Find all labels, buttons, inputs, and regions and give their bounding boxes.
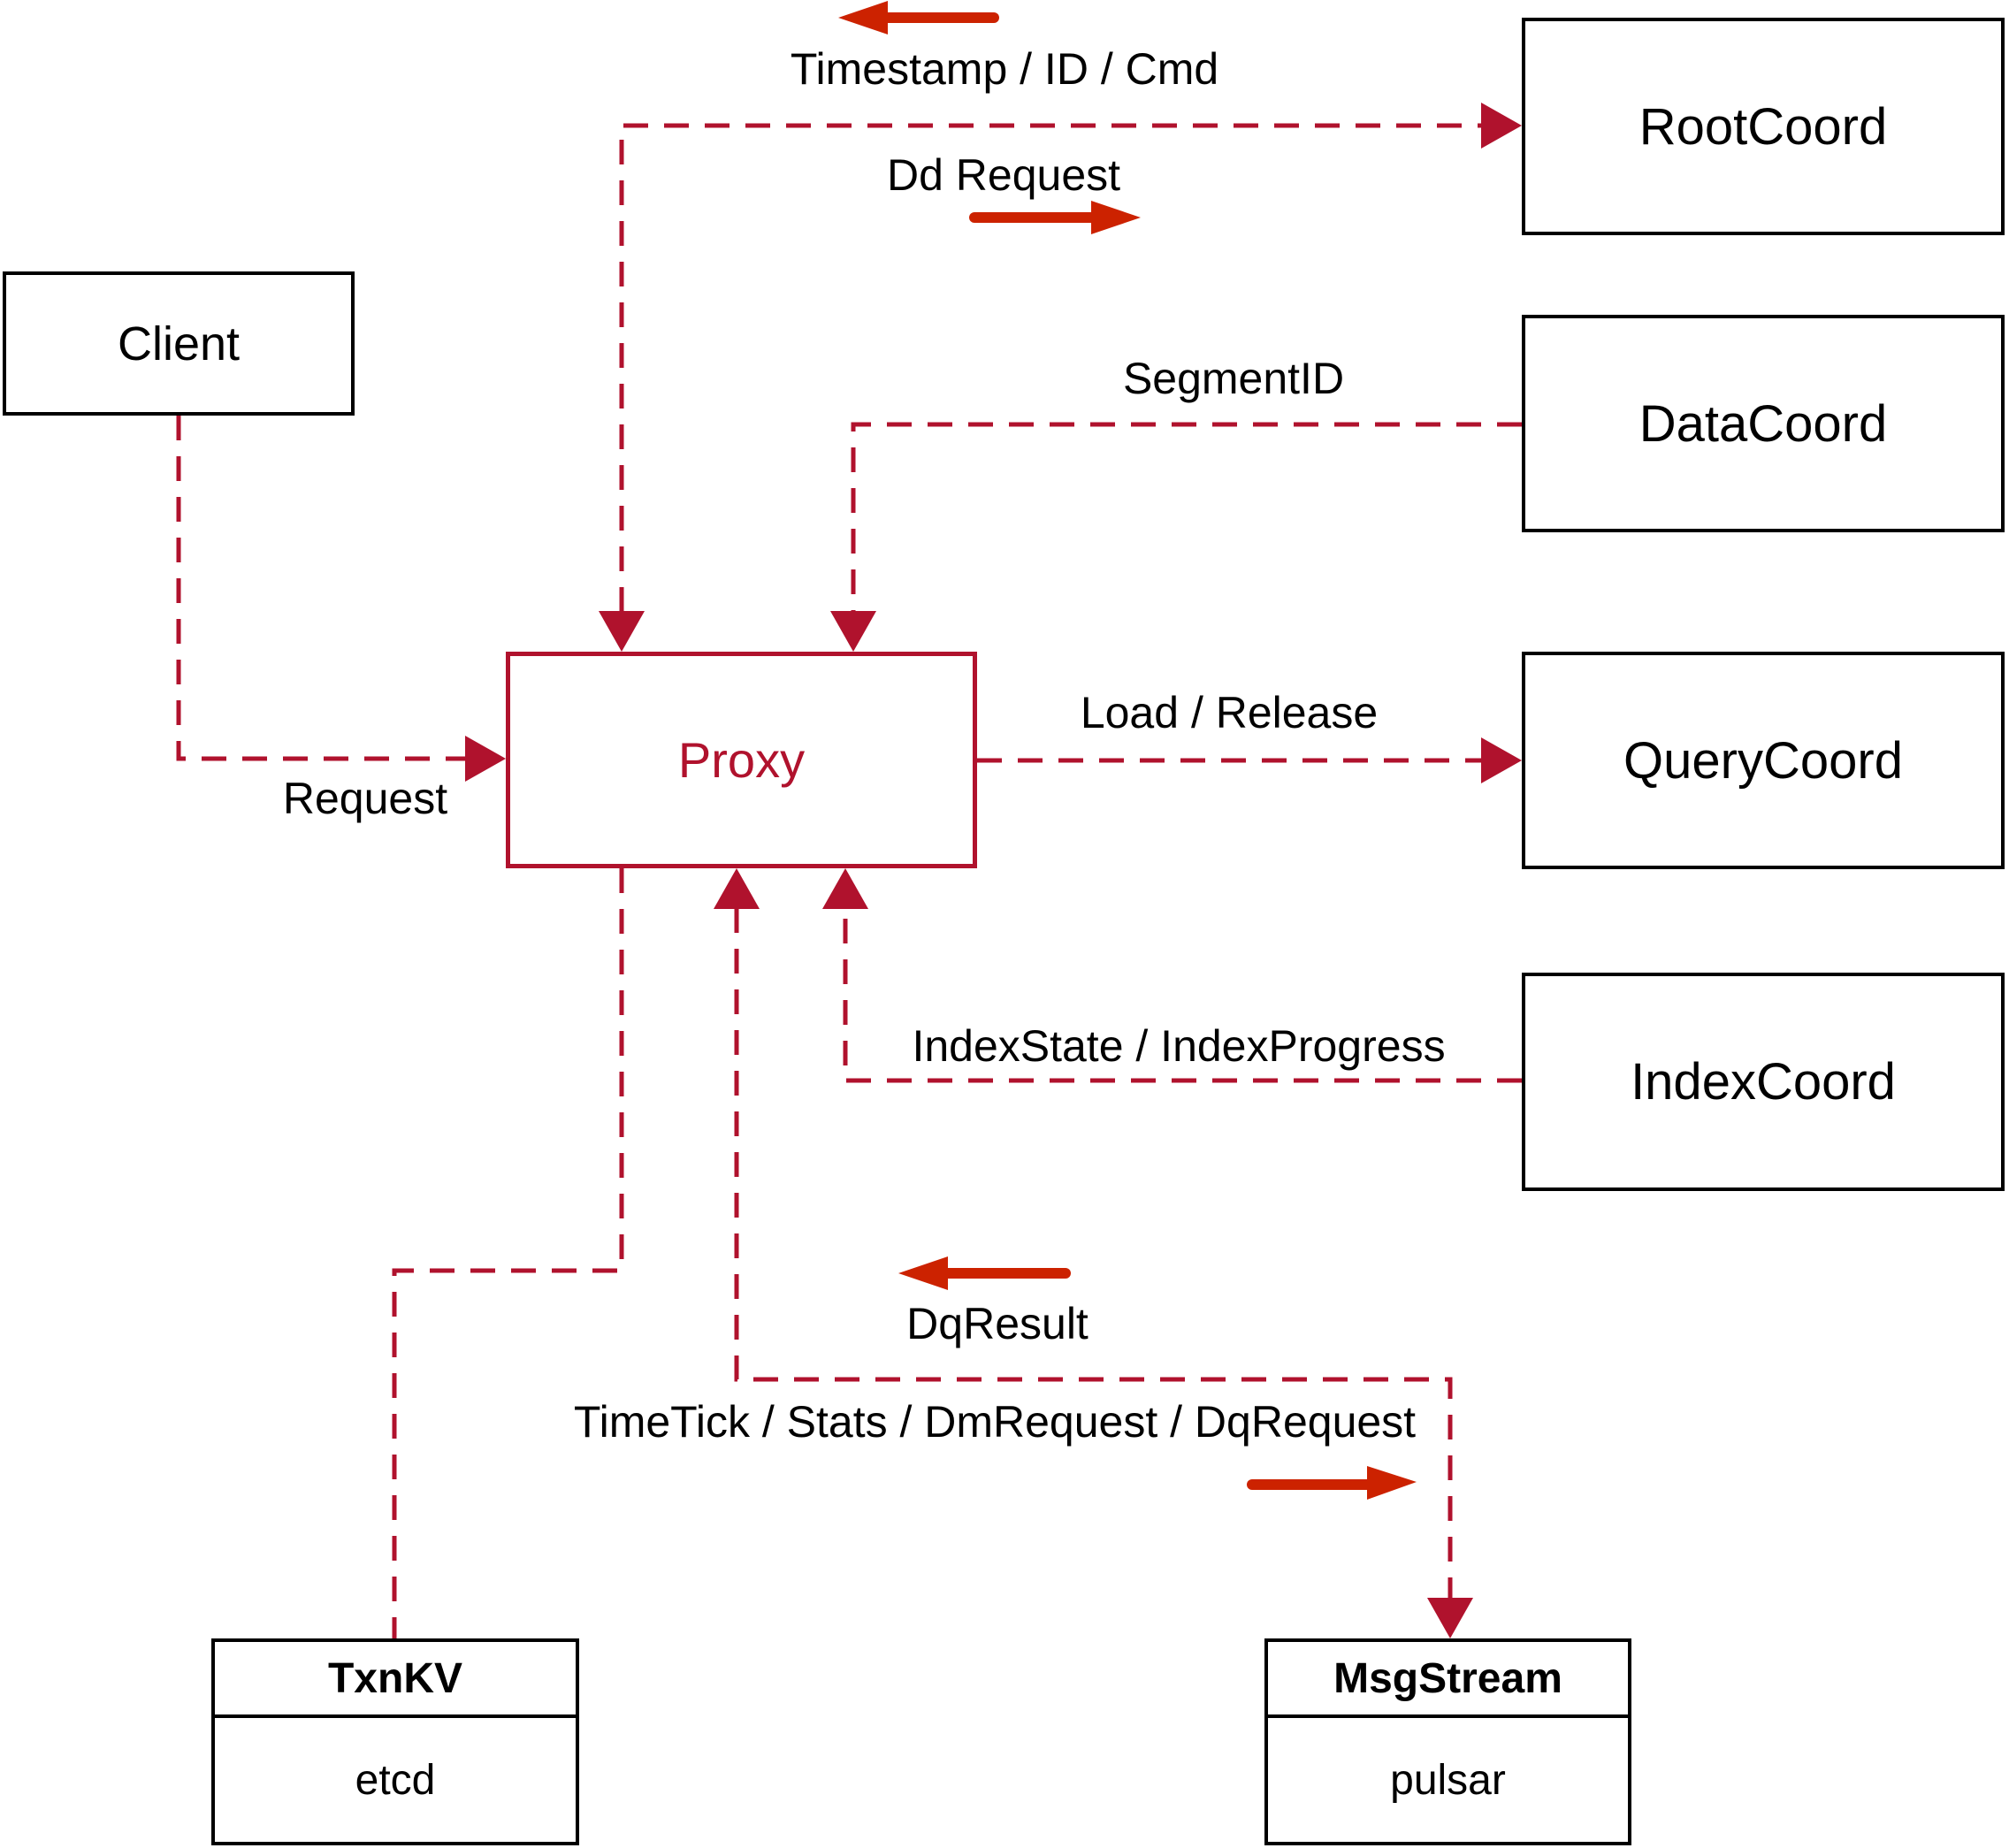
node-txnkv: TxnKV etcd: [211, 1638, 579, 1845]
edge-proxy-rootcoord: [619, 123, 1482, 612]
direction-arrow-dqresult-left: [898, 1256, 1071, 1290]
node-client-label: Client: [117, 317, 241, 370]
edge-indexcoord-proxy: [843, 908, 1522, 1083]
edge-label-dqresult: DqResult: [906, 1299, 1089, 1348]
node-msgstream-impl: pulsar: [1390, 1756, 1506, 1804]
edge-client-proxy: [176, 416, 466, 761]
node-querycoord: QueryCoord: [1522, 652, 2005, 869]
edge-datacoord-proxy: [851, 422, 1522, 612]
edge-label-indexstate-indexprogress: IndexState / IndexProgress: [912, 1021, 1446, 1071]
node-proxy: Proxy: [506, 652, 977, 868]
node-txnkv-impl: etcd: [355, 1756, 436, 1804]
node-querycoord-label: QueryCoord: [1623, 731, 1903, 790]
arrowhead-into-proxy-top-right: [830, 611, 876, 652]
edge-label-load-release: Load / Release: [1080, 688, 1379, 737]
node-txnkv-title: TxnKV: [215, 1642, 576, 1718]
edge-label-dd-request: Dd Request: [886, 150, 1121, 200]
node-rootcoord: RootCoord: [1522, 18, 2005, 235]
arrowhead-into-querycoord: [1481, 737, 1522, 783]
node-proxy-label: Proxy: [677, 732, 806, 788]
arrowhead-into-proxy-left: [465, 736, 506, 782]
edge-label-segment-id: SegmentID: [1122, 354, 1345, 403]
node-datacoord: DataCoord: [1522, 315, 2005, 532]
edge-proxy-msgstream: [734, 908, 1453, 1599]
node-indexcoord: IndexCoord: [1522, 973, 2005, 1191]
arrowhead-into-proxy-bottom-right: [822, 868, 868, 909]
node-rootcoord-label: RootCoord: [1639, 97, 1888, 156]
edge-proxy-txnkv: [392, 868, 624, 1638]
direction-arrow-ddrequest-right: [969, 201, 1141, 234]
arrowhead-into-msgstream: [1427, 1598, 1473, 1638]
arrowhead-into-rootcoord: [1481, 103, 1522, 149]
edge-label-timestamp-id-cmd: Timestamp / ID / Cmd: [790, 44, 1219, 94]
arrowhead-into-proxy-top-left: [599, 611, 645, 652]
direction-arrow-timetick-right: [1247, 1466, 1417, 1500]
node-msgstream-title: MsgStream: [1268, 1642, 1628, 1718]
node-indexcoord-label: IndexCoord: [1631, 1053, 1896, 1111]
node-client: Client: [3, 271, 355, 416]
arrowhead-into-proxy-bottom-left: [714, 868, 760, 909]
node-datacoord-label: DataCoord: [1639, 394, 1888, 453]
node-msgstream: MsgStream pulsar: [1264, 1638, 1631, 1845]
edge-label-request: Request: [282, 774, 448, 823]
edge-label-timetick-stats: TimeTick / Stats / DmRequest / DqRequest: [573, 1397, 1417, 1447]
direction-arrow-timestamp-left: [838, 1, 999, 34]
